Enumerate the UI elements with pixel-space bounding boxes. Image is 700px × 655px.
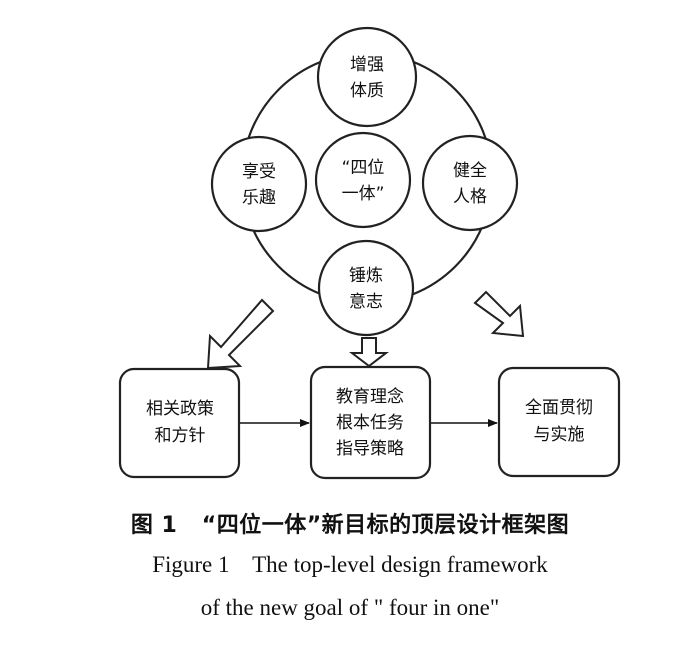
framework-diagram: 增强 体质 享受 乐趣 “四位 一体” 健全 人格 锤炼 意志 相关政策 和方针… bbox=[118, 26, 621, 480]
box-implement-line1: 全面贯彻 bbox=[525, 398, 593, 418]
box-education-line3: 指导策略 bbox=[336, 439, 404, 459]
box-implement: 全面贯彻 与实施 bbox=[497, 366, 621, 478]
box-policy-line2: 和方针 bbox=[155, 426, 206, 446]
node-right-line2: 人格 bbox=[453, 187, 487, 207]
node-bottom-line1: 锤炼 bbox=[349, 266, 383, 286]
node-center-line1: “四位 bbox=[342, 158, 385, 178]
hollow-arrow-down-right bbox=[473, 290, 525, 338]
box-policy-line1: 相关政策 bbox=[146, 399, 214, 419]
hollow-arrow-down bbox=[349, 337, 389, 368]
node-top: 增强 体质 bbox=[316, 26, 418, 128]
node-right-line1: 健全 bbox=[453, 161, 487, 181]
node-center-line2: 一体” bbox=[342, 184, 385, 204]
hollow-arrow-down-left bbox=[206, 298, 275, 370]
node-right: 健全 人格 bbox=[421, 134, 519, 232]
box-implement-line2: 与实施 bbox=[534, 425, 585, 445]
box-education: 教育理念 根本任务 指导策略 bbox=[309, 365, 432, 480]
box-education-line2: 根本任务 bbox=[336, 413, 404, 433]
node-top-line1: 增强 bbox=[350, 55, 384, 75]
node-center: “四位 一体” bbox=[314, 131, 412, 229]
box-education-line1: 教育理念 bbox=[336, 386, 404, 407]
caption-chinese: 图 1 “四位一体”新目标的顶层设计框架图 bbox=[130, 513, 570, 538]
node-top-line2: 体质 bbox=[350, 81, 384, 101]
node-left: 享受 乐趣 bbox=[210, 135, 308, 233]
caption-english-line2: of the new goal of " four in one" bbox=[200, 595, 500, 620]
caption-english-line1: Figure 1 The top-level design framework bbox=[152, 552, 548, 577]
node-left-line1: 享受 bbox=[242, 162, 276, 182]
node-bottom: 锤炼 意志 bbox=[317, 239, 415, 337]
node-bottom-line2: 意志 bbox=[349, 292, 383, 312]
node-left-line2: 乐趣 bbox=[242, 188, 276, 208]
box-policy: 相关政策 和方针 bbox=[118, 367, 241, 479]
